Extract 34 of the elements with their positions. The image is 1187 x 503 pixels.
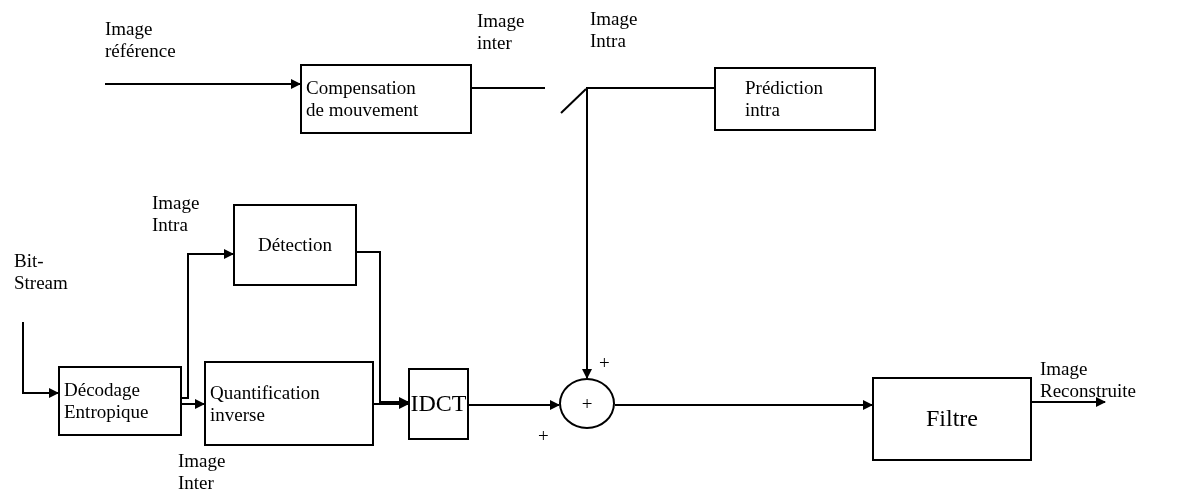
text-label: Bit-Stream bbox=[14, 250, 69, 294]
text-label: Image Intra bbox=[152, 192, 201, 236]
text-label: + bbox=[599, 352, 611, 374]
text-label: Image référence bbox=[105, 18, 177, 62]
arrow bbox=[181, 249, 234, 399]
arrow bbox=[22, 321, 59, 398]
process-box bbox=[233, 204, 357, 286]
connector-line bbox=[471, 87, 546, 89]
node-text: Filtre bbox=[925, 405, 979, 433]
text-label: Image Inter bbox=[178, 450, 227, 494]
process-box bbox=[408, 368, 469, 440]
arrow bbox=[614, 400, 873, 410]
arrow bbox=[181, 399, 205, 409]
process-box bbox=[872, 377, 1032, 461]
process-box bbox=[300, 64, 472, 134]
arrow bbox=[1031, 397, 1106, 407]
text-label: + bbox=[538, 425, 550, 447]
text-label: Image Intra bbox=[590, 8, 639, 52]
arrow bbox=[468, 400, 560, 410]
arrow bbox=[104, 79, 301, 89]
process-box bbox=[58, 366, 182, 436]
node-text: + bbox=[580, 392, 594, 415]
process-box bbox=[204, 361, 374, 446]
node-text: IDCT bbox=[409, 390, 468, 418]
node-text: Prédiction intra bbox=[744, 77, 825, 121]
node-text: Quantification inverse bbox=[209, 381, 321, 426]
node-text: Décodage Entropique bbox=[63, 379, 150, 423]
node-text: Détection bbox=[257, 234, 333, 256]
arrow bbox=[582, 87, 715, 379]
node-text: Compensation de mouvement bbox=[305, 77, 420, 121]
process-box bbox=[714, 67, 876, 131]
adder-circle bbox=[559, 378, 615, 429]
node-text: Image Reconstruite bbox=[1040, 358, 1138, 402]
text-label: Image inter bbox=[477, 10, 526, 54]
